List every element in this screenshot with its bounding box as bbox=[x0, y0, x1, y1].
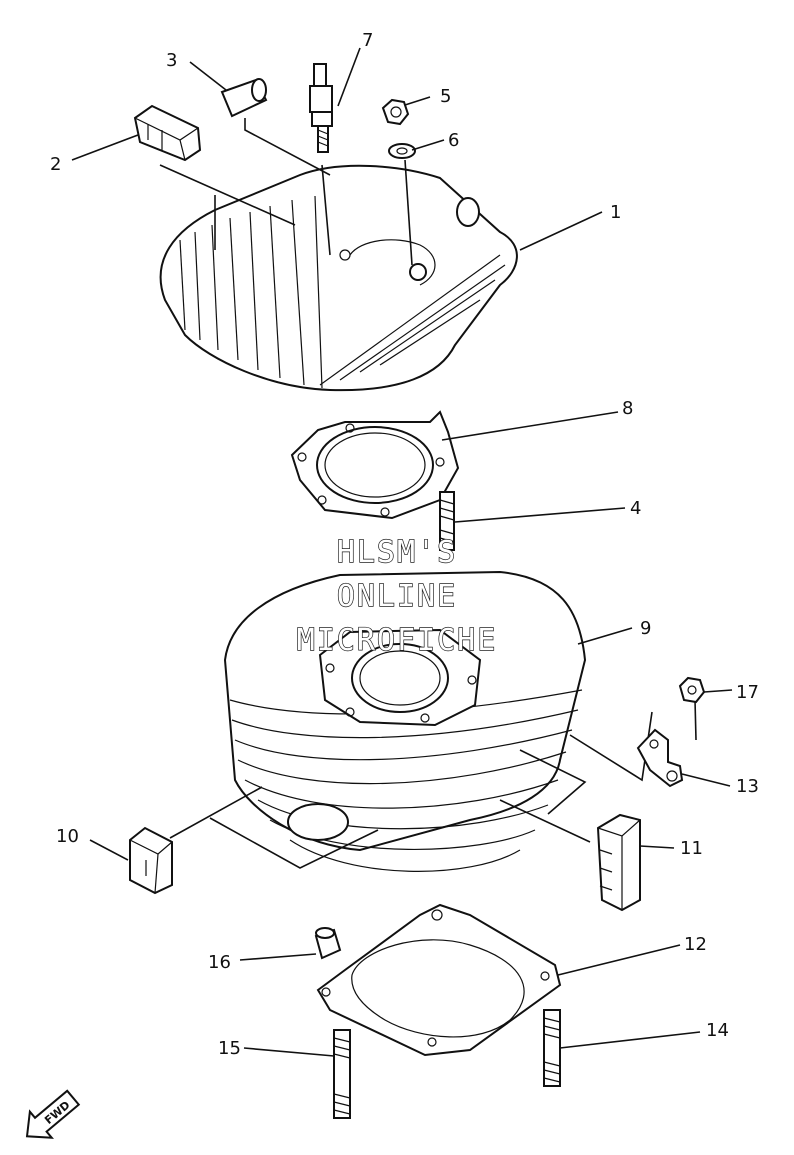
washer-6 bbox=[388, 143, 416, 159]
callout-9: 9 bbox=[640, 618, 651, 639]
callout-4: 4 bbox=[630, 498, 641, 519]
dowel-pin-16 bbox=[314, 927, 342, 960]
callout-13: 13 bbox=[736, 776, 759, 797]
spark-plug-7 bbox=[309, 63, 333, 153]
stud-bolt-15 bbox=[333, 1029, 351, 1119]
cylinder-head bbox=[159, 164, 518, 392]
stud-bolt-14 bbox=[543, 1009, 561, 1087]
damper-rubber-2 bbox=[133, 104, 202, 162]
stud-bolt-4 bbox=[439, 491, 455, 551]
base-gasket-12 bbox=[316, 903, 562, 1057]
cylinder-9 bbox=[223, 570, 587, 872]
plug-cap-3 bbox=[220, 78, 268, 118]
fwd-arrow-icon: FWD bbox=[25, 1089, 81, 1139]
leader-lines bbox=[71, 47, 733, 1057]
watermark-line-1: HLSM'S bbox=[337, 535, 457, 570]
watermark-line-2: ONLINE bbox=[337, 579, 457, 614]
callout-7: 7 bbox=[362, 30, 373, 51]
callout-2: 2 bbox=[50, 154, 61, 175]
watermark-line-3: MICROFICHE bbox=[297, 623, 498, 658]
callout-8: 8 bbox=[622, 398, 633, 419]
damper-rubber-11 bbox=[596, 813, 641, 912]
callout-14: 14 bbox=[706, 1020, 729, 1041]
nut-17 bbox=[678, 676, 706, 704]
callout-11: 11 bbox=[680, 838, 703, 859]
nut-5 bbox=[381, 98, 410, 126]
callout-12: 12 bbox=[684, 934, 707, 955]
callout-6: 6 bbox=[448, 130, 459, 151]
callout-16: 16 bbox=[208, 952, 231, 973]
callout-3: 3 bbox=[166, 50, 177, 71]
callout-10: 10 bbox=[56, 826, 79, 847]
damper-rubber-10 bbox=[129, 826, 173, 895]
head-gasket-8 bbox=[290, 410, 460, 520]
callout-5: 5 bbox=[440, 86, 451, 107]
callout-17: 17 bbox=[736, 682, 759, 703]
callout-1: 1 bbox=[610, 202, 621, 223]
callout-15: 15 bbox=[218, 1038, 241, 1059]
watermark: HLSM'S ONLINE MICROFICHE bbox=[296, 534, 498, 658]
bracket-13 bbox=[636, 728, 684, 788]
